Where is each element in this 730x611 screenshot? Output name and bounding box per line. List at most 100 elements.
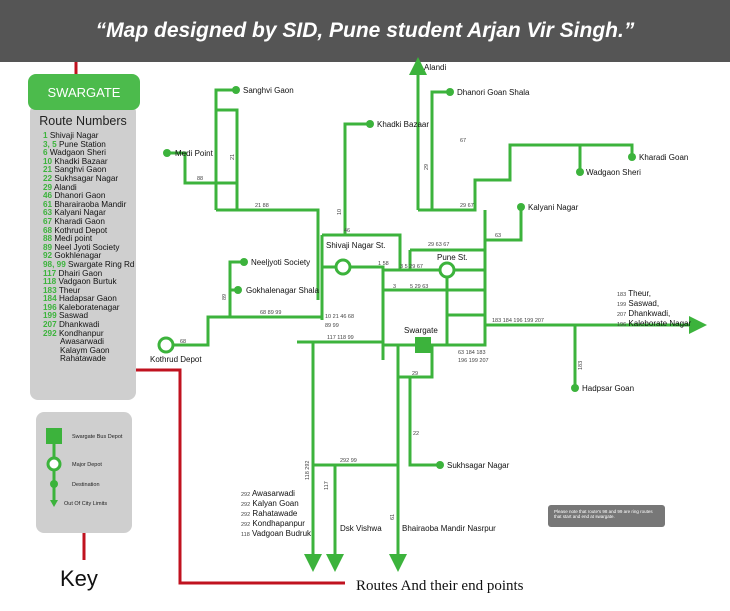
stop-alandi: Alandi: [424, 63, 446, 72]
svg-text:117: 117: [324, 481, 330, 490]
route-list-item: Kalaym Gaon: [30, 346, 136, 356]
route-list-item: 3, 5 Pune Station: [30, 139, 136, 150]
svg-text:10 21 46 68: 10 21 46 68: [325, 314, 354, 320]
svg-text:67: 67: [460, 138, 466, 144]
svg-text:29: 29: [424, 164, 430, 170]
route-number: 89: [43, 242, 53, 252]
route-destination: Neel Jyoti Society: [54, 242, 120, 252]
stop-sukhsagar: Sukhsagar Nagar: [447, 461, 510, 470]
stop-neeljyoti: Neeljyoti Society: [251, 258, 310, 267]
route-destination: Rahatawade: [60, 354, 106, 364]
route-list-item: 1 Shivaji Nagar: [30, 131, 136, 141]
route-list-item: 183 Theur: [30, 285, 136, 296]
route-list-item: Rahatawade: [30, 355, 136, 364]
route-number: 118: [43, 277, 57, 287]
svg-text:63 184 183: 63 184 183: [458, 350, 486, 356]
route-number: 117: [43, 268, 57, 278]
route-number: 61: [43, 199, 53, 209]
svg-text:196 199 207: 196 199 207: [458, 358, 489, 364]
route-list-item: 88 Medi point: [30, 234, 136, 244]
svg-text:21 88: 21 88: [255, 203, 269, 209]
route-destination: Alandi: [53, 182, 77, 192]
route-destination: Bharairaoba Mandir: [54, 199, 127, 209]
key-label: Swargate Bus Depot: [72, 434, 123, 440]
stop-gokhale: Gokhalenagar Shala: [246, 286, 319, 295]
stop-khadki: Khadki Bazaar: [377, 120, 429, 129]
stop-kalyani: Kalyani Nagar: [528, 203, 579, 212]
svg-text:292 Kondhapanpur: 292 Kondhapanpur: [241, 519, 305, 528]
svg-text:292 Kalyan Goan: 292 Kalyan Goan: [241, 499, 299, 508]
route-destination: Theur: [58, 285, 81, 295]
route-number: 63: [43, 208, 53, 218]
route-destination: Pune Station: [58, 139, 106, 149]
svg-text:292 99: 292 99: [340, 458, 357, 464]
svg-text:183 184 196 199 207: 183 184 196 199 207: [492, 318, 544, 324]
route-destination: Saswad: [58, 311, 89, 321]
key-label: Major Depot: [72, 462, 102, 468]
ring-route-note: Please note that route's 98 and 99 are r…: [548, 505, 665, 527]
svg-text:89: 89: [222, 294, 228, 300]
route-number: 67: [43, 216, 53, 226]
key-label: Out Of City Limits: [64, 501, 108, 507]
route-number: 22: [43, 173, 53, 183]
svg-text:61: 61: [390, 514, 396, 520]
route-number: 183: [43, 285, 57, 295]
swargate-station-label: SWARGATE: [28, 74, 140, 110]
east-end-list: 183 Theur, 199 Saswad, 207 Dhankwadi, 19…: [617, 289, 691, 328]
route-number: 46: [43, 191, 53, 201]
stop-wadgaon: Wadgaon Sheri: [586, 168, 641, 177]
stop-dsk: Dsk Vishwa: [340, 524, 382, 533]
route-number: 98, 99: [43, 259, 66, 269]
route-number: 10: [43, 156, 53, 166]
svg-text:207 Dhankwadi,: 207 Dhankwadi,: [617, 309, 670, 318]
svg-text:292 Rahatawade: 292 Rahatawade: [241, 509, 298, 518]
svg-text:292 Awasarwadi: 292 Awasarwadi: [241, 489, 295, 498]
key-panel: Swargate Bus Depot Major Depot Destinati…: [36, 412, 132, 533]
route-destination: Gokhlenagar: [54, 251, 102, 261]
svg-text:29 67: 29 67: [460, 203, 474, 209]
header-banner: “Map designed by SID, Pune student Arjan…: [0, 0, 730, 62]
depot-key-icon: [46, 428, 62, 444]
route-destination: Swargate Ring Rd: [68, 259, 135, 269]
route-destination: Medi point: [54, 234, 93, 244]
svg-text:3 5 29 67: 3 5 29 67: [400, 264, 423, 270]
stop-pune: Pune St.: [437, 253, 468, 262]
destination-dots: [163, 86, 636, 469]
route-number: 21: [43, 165, 53, 175]
svg-text:118 292: 118 292: [305, 461, 311, 480]
svg-text:46: 46: [344, 228, 350, 234]
route-number: 292: [43, 328, 57, 338]
route-list-item: 61 Bharairaoba Mandir: [30, 199, 136, 210]
route-list-item: 118 Vadgaon Burtuk: [30, 277, 136, 287]
route-number: 184: [43, 294, 57, 304]
swargate-depot-icon: [415, 337, 431, 353]
route-number: 207: [43, 320, 57, 330]
stop-kothrud: Kothrud Depot: [150, 355, 202, 364]
route-number: 68: [43, 225, 53, 235]
route-list-item: 98, 99 Swargate Ring Rd: [30, 259, 136, 270]
major-depots: [157, 258, 456, 354]
route-numbers-title: Route Numbers: [39, 114, 127, 128]
route-list-item: 63 Kalyani Nagar: [30, 209, 136, 218]
svg-text:88: 88: [197, 176, 203, 182]
svg-text:68 89 99: 68 89 99: [260, 310, 281, 316]
svg-text:68: 68: [180, 339, 186, 345]
stop-shivaji: Shivaji Nagar St.: [326, 241, 386, 250]
route-number: 196: [43, 302, 57, 312]
route-number: 6: [43, 148, 48, 158]
south-end-list: 292 Awasarwadi 292 Kalyan Goan 292 Rahat…: [241, 489, 312, 538]
svg-text:117 118 99: 117 118 99: [327, 335, 354, 341]
route-list-item: 117 Dhairi Gaon: [30, 268, 136, 279]
major-depot-key-icon: [46, 456, 62, 472]
route-number: 29: [43, 182, 53, 192]
key-label: Destination: [72, 482, 100, 488]
svg-text:22: 22: [413, 431, 419, 437]
route-destination: Kothrud Depot: [54, 225, 108, 235]
svg-text:21: 21: [230, 154, 236, 160]
svg-text:89 99: 89 99: [325, 323, 339, 329]
destination-key-icon: [50, 480, 58, 488]
stop-swargate: Swargate: [404, 326, 438, 335]
svg-text:196 Kaleborate Nagar: 196 Kaleborate Nagar: [617, 319, 691, 328]
